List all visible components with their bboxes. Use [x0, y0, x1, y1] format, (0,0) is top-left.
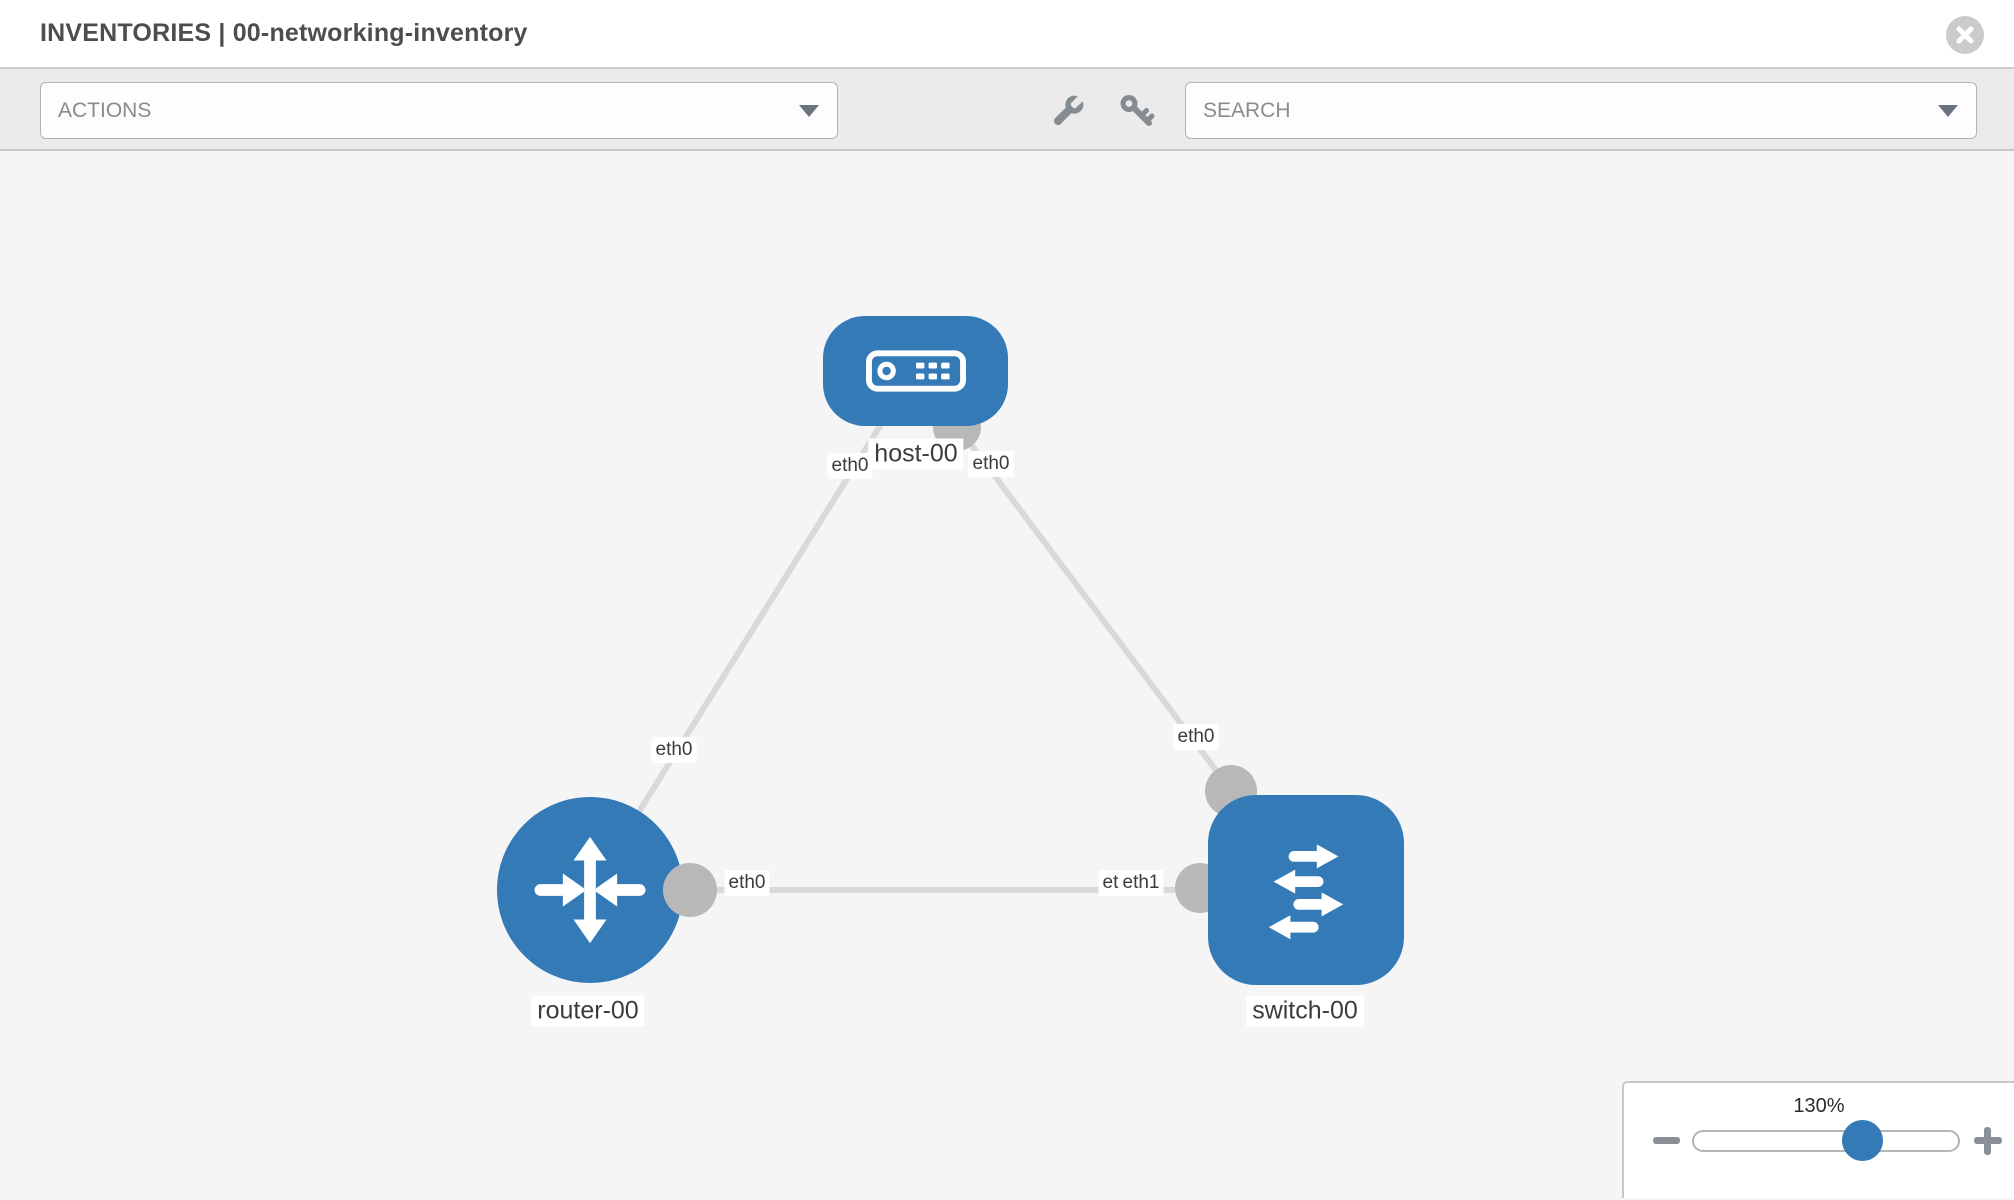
wrench-icon[interactable]	[1048, 91, 1088, 131]
node-router-00[interactable]	[497, 797, 683, 983]
zoom-control-panel: 130%	[1622, 1081, 2014, 1198]
actions-dropdown-label: ACTIONS	[58, 98, 152, 122]
interface-label: eth0	[1173, 724, 1219, 750]
node-label-router-00: router-00	[531, 995, 645, 1027]
switch-icon	[1268, 844, 1344, 940]
toolbar: ACTIONS SEARCH	[0, 69, 2014, 151]
interface-label: eth0	[827, 453, 873, 479]
topology-links-layer	[587, 368, 1309, 913]
close-icon	[1956, 26, 1974, 44]
node-label-switch-00: switch-00	[1246, 995, 1364, 1027]
interface-label: eth1	[1118, 870, 1164, 896]
chevron-down-icon	[1938, 104, 1958, 117]
interface-label: eth0	[968, 451, 1014, 477]
topology-canvas[interactable]: eth0 eth0 eth0 eth0 eth0 eth1 eth1 host-…	[0, 151, 2014, 1198]
node-host-00[interactable]	[823, 316, 1008, 426]
port-router-eth0[interactable]	[663, 863, 717, 917]
minus-icon[interactable]	[1653, 1137, 1680, 1144]
router-icon	[534, 836, 646, 944]
zoom-slider-thumb[interactable]	[1842, 1120, 1883, 1161]
search-dropdown[interactable]: SEARCH	[1185, 82, 1977, 139]
interface-label: eth0	[651, 737, 697, 763]
chevron-down-icon	[799, 104, 819, 117]
page-title: INVENTORIES | 00-networking-inventory	[40, 19, 528, 47]
host-icon	[865, 350, 966, 392]
panel-header: INVENTORIES | 00-networking-inventory	[0, 0, 2014, 69]
zoom-level-value: 130%	[1793, 1095, 1845, 1117]
close-button[interactable]	[1946, 16, 1984, 54]
zoom-slider-track[interactable]	[1692, 1130, 1960, 1152]
node-switch-00[interactable]	[1208, 795, 1404, 985]
key-icon[interactable]	[1115, 91, 1155, 131]
interface-label: eth0	[724, 870, 770, 896]
plus-icon[interactable]	[1974, 1127, 2002, 1155]
actions-dropdown[interactable]: ACTIONS	[40, 82, 838, 139]
node-label-host-00: host-00	[868, 438, 964, 470]
search-dropdown-label: SEARCH	[1203, 98, 1291, 122]
